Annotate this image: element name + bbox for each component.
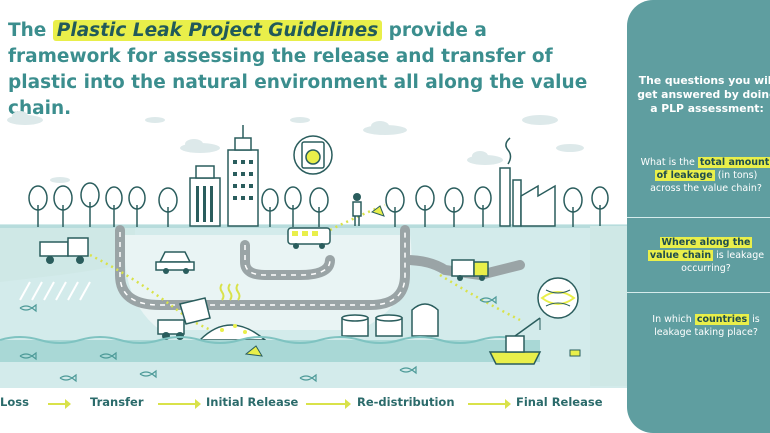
- question-countries: In which countries is leakage taking pla…: [652, 314, 760, 338]
- fish-icons: [19, 295, 497, 383]
- stage-redistribution: Re-distribution: [357, 395, 455, 409]
- stage-arrow: [48, 399, 71, 409]
- factory-icon: [499, 137, 556, 227]
- clouds: [7, 111, 584, 183]
- ocean-band: [0, 340, 540, 362]
- stage-loss: Loss: [0, 395, 29, 409]
- crane-boat: [488, 317, 542, 365]
- plastic-debris: [244, 345, 581, 357]
- garbage-truck: [157, 297, 211, 340]
- stage-arrow: [306, 399, 351, 409]
- globe-icon: [537, 277, 579, 319]
- stage-arrow: [158, 399, 201, 409]
- person-icon: [352, 193, 362, 226]
- bus: [287, 227, 331, 249]
- trees: [28, 182, 609, 227]
- questions-panel: The questions you will get answered by d…: [627, 0, 770, 433]
- delivery-truck: [451, 259, 489, 281]
- city-buildings: [189, 125, 259, 227]
- value-chain-stages: Loss Transfer Initial Release Re-distrib…: [0, 389, 627, 419]
- panel-divider: [627, 292, 770, 293]
- panel-divider: [627, 217, 770, 218]
- stage-transfer: Transfer: [90, 395, 144, 409]
- truck-left: [39, 237, 89, 264]
- washing-machine-icon: [293, 135, 333, 175]
- headline-before: The: [8, 20, 47, 41]
- treatment-tanks: [341, 303, 439, 337]
- heat-waves: [219, 283, 241, 301]
- panel-title: The questions you will get answered by d…: [637, 74, 770, 115]
- question-total-amount: What is the total amount of leakage (in …: [640, 157, 770, 194]
- car: [155, 251, 195, 274]
- question-where-along: Where along the value chain is leakage o…: [647, 237, 765, 274]
- beach-stripes: [19, 281, 91, 301]
- stage-arrow: [468, 399, 511, 409]
- value-chain-illustration: [0, 111, 627, 388]
- headline-highlight: Plastic Leak Project Guidelines: [52, 20, 383, 41]
- stage-initial-release: Initial Release: [206, 395, 299, 409]
- underground: [124, 235, 412, 330]
- stage-final-release: Final Release: [516, 395, 603, 409]
